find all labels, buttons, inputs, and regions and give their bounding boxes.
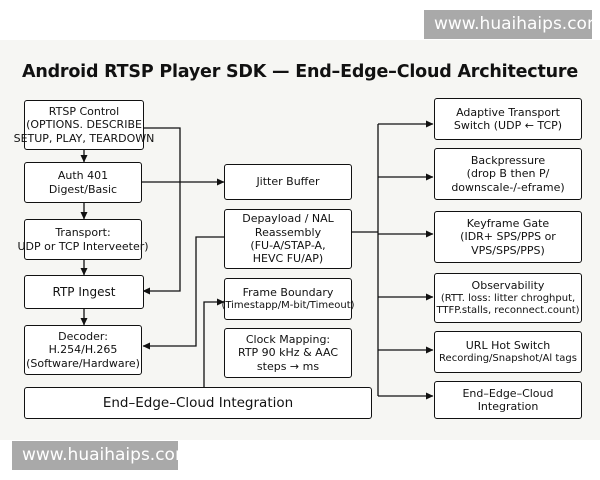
box-adaptive-transport: Adaptive Transport Switch (UDP ← TCP) (434, 98, 582, 140)
auth-line-1: Auth 401 (57, 169, 109, 183)
observability-line-1: Observability (471, 279, 545, 293)
frame-boundary-line-1: Frame Boundary (242, 286, 334, 300)
adaptive-transport-line-2: Switch (UDP ← TCP) (453, 119, 563, 132)
box-jitter-buffer: Jitter Buffer (224, 164, 352, 200)
box-depayload: Depayload / NAL Reassembly (FU-A/STAP-A,… (224, 209, 352, 269)
box-clock-mapping: Clock Mapping: RTP 90 kHz & AAC steps → … (224, 328, 352, 378)
decoder-line-3: (Software/Hardware) (26, 356, 140, 370)
clock-mapping-line-3: steps → ms (256, 359, 320, 373)
clock-mapping-line-1: Clock Mapping: (245, 332, 331, 346)
url-hot-switch-line-1: URL Hot Switch (465, 339, 551, 353)
watermark-top: www.huaihaips.com (424, 10, 600, 39)
box-url-hot-switch: URL Hot Switch Recording/Snapshot/Al tag… (434, 331, 582, 373)
box-observability: Observability (RTT. loss: litter chroghp… (434, 273, 582, 323)
integration-label: End–Edge–Cloud Integration (102, 394, 294, 411)
observability-line-3: TTFP.stalls, reconnect.count) (436, 304, 580, 316)
edge-cloud-integration-line-1: End–Edge–Cloud (462, 386, 554, 400)
edge-cloud-integration-line-2: Integration (477, 400, 539, 413)
watermark-bottom: www.huaihaips.com (12, 441, 192, 470)
box-keyframe-gate: Keyframe Gate (IDR+ SPS/PPS or VPS/SPS/P… (434, 211, 582, 263)
box-auth: Auth 401 Digest/Basic (24, 162, 142, 203)
box-frame-boundary: Frame Boundary (Timestapp/M-bit/Timeout) (221, 278, 355, 320)
diagram-title: Android RTSP Player SDK — End–Edge–Cloud… (21, 62, 578, 82)
rtsp-control-line-2: (OPTIONS. DESCRIBE (26, 118, 142, 132)
decoder-line-1: Decoder: (58, 329, 108, 343)
transport-line-2: UDP or TCP Interveeter) (17, 239, 149, 253)
url-hot-switch-line-2: Recording/Snapshot/Al tags (439, 352, 577, 364)
auth-line-2: Digest/Basic (48, 182, 118, 196)
box-rtsp-control: RTSP Control (OPTIONS. DESCRIBE SETUP, P… (14, 100, 154, 150)
arrow-depayload-to-decoder (142, 236, 224, 350)
rtsp-control-line-1: RTSP Control (48, 104, 120, 118)
keyframe-gate-line-1: Keyframe Gate (466, 216, 550, 230)
adaptive-transport-line-1: Adaptive Transport (456, 105, 560, 119)
depayload-line-3: (FU-A/STAP-A, (250, 239, 326, 252)
box-transport: Transport: UDP or TCP Interveeter) (17, 219, 149, 260)
depayload-line-1: Depayload / NAL (242, 212, 334, 226)
frame-boundary-line-2: (Timestapp/M-bit/Timeout) (221, 299, 355, 311)
arrow-control-bus (142, 127, 181, 295)
box-decoder: Decoder: H.254/H.265 (Software/Hardware) (24, 325, 142, 375)
keyframe-gate-line-2: (IDR+ SPS/PPS or (460, 230, 556, 244)
observability-line-2: (RTT. loss: litter chroghput, (440, 292, 576, 304)
jitter-buffer-label: Jitter Buffer (256, 175, 320, 189)
depayload-line-4: HEVC FU/AP) (252, 252, 324, 266)
box-edge-cloud-integration: End–Edge–Cloud Integration (434, 381, 582, 419)
box-integration: End–Edge–Cloud Integration (24, 387, 372, 419)
rtsp-control-line-3: SETUP, PLAY, TEARDOWN (13, 131, 155, 145)
backpressure-line-1: Backpressure (470, 153, 546, 167)
backpressure-line-2: (drop B then P/ (466, 167, 550, 181)
clock-mapping-line-2: RTP 90 kHz & AAC (237, 346, 338, 360)
box-rtp-ingest: RTP Ingest (24, 275, 144, 309)
keyframe-gate-line-3: VPS/SPS/PPS) (471, 243, 545, 257)
rtp-ingest-label: RTP Ingest (52, 284, 116, 299)
transport-line-1: Transport: (55, 226, 111, 240)
backpressure-line-3: downscale-/-eframe) (451, 180, 565, 194)
decoder-line-2: H.254/H.265 (48, 343, 118, 357)
arrow-integration-to-frame (203, 298, 225, 387)
box-backpressure: Backpressure (drop B then P/ downscale-/… (434, 148, 582, 200)
depayload-line-2: Reassembly (254, 225, 322, 239)
